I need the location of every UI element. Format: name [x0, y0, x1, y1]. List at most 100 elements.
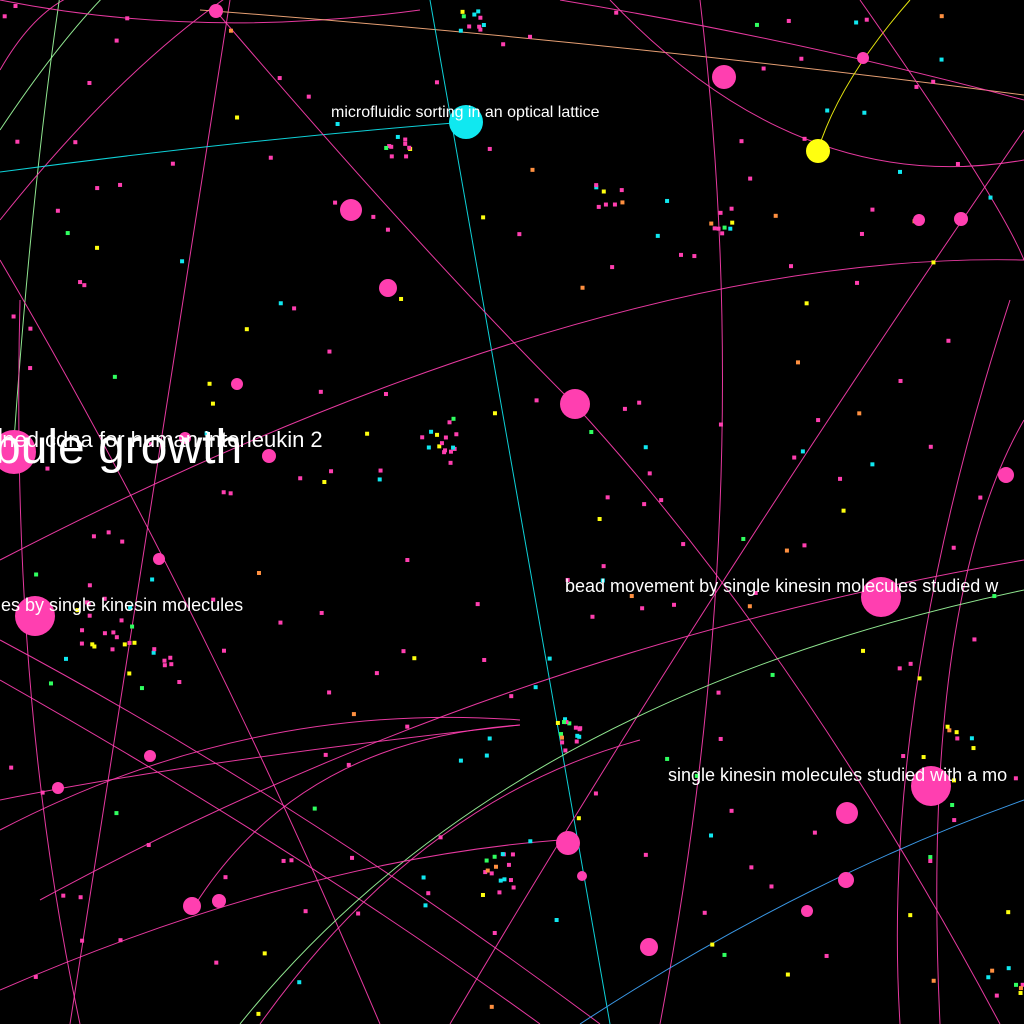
small-node — [603, 202, 608, 207]
node-label-microfluidic-sorting[interactable]: microfluidic sorting in an optical latti… — [331, 104, 600, 121]
small-node — [709, 221, 714, 226]
small-node — [952, 778, 957, 783]
small-node — [492, 411, 497, 416]
small-node — [517, 232, 522, 237]
small-node — [580, 285, 585, 290]
edge-line — [859, 0, 1024, 261]
small-node — [33, 974, 38, 979]
small-node — [489, 871, 494, 876]
small-node — [528, 839, 533, 844]
small-node — [741, 536, 746, 541]
small-node — [278, 620, 283, 625]
small-node — [795, 360, 800, 365]
small-node — [114, 38, 119, 43]
small-node — [665, 756, 670, 761]
small-node — [1006, 910, 1011, 915]
small-node — [928, 444, 933, 449]
small-node — [908, 661, 913, 666]
small-node — [600, 578, 605, 583]
small-node — [221, 648, 226, 653]
node-label-interleukin[interactable]: oned cdna for human interleukin 2 — [0, 427, 323, 452]
small-node — [148, 442, 153, 447]
small-node — [448, 449, 453, 454]
small-node — [426, 891, 431, 896]
small-node — [988, 195, 993, 200]
node-single-kinesin — [911, 766, 951, 806]
edge-line — [259, 739, 641, 1024]
small-node — [642, 502, 647, 507]
node-label-single-kinesin[interactable]: single kinesin molecules studied with a … — [668, 765, 1007, 785]
small-node — [443, 448, 448, 453]
small-node — [404, 154, 409, 159]
small-node — [387, 144, 392, 149]
small-node — [558, 732, 563, 737]
small-node — [954, 730, 959, 735]
edge-line — [0, 259, 381, 1024]
small-node — [127, 671, 132, 676]
edge-line — [194, 724, 521, 906]
small-node — [365, 431, 370, 436]
small-node — [1018, 990, 1023, 995]
small-node — [472, 12, 477, 17]
small-node — [78, 280, 83, 285]
node-label-bead-movement[interactable]: bead movement by single kinesin molecule… — [565, 576, 999, 596]
small-node — [122, 642, 127, 647]
small-node — [502, 877, 507, 882]
small-node — [399, 296, 404, 301]
small-node — [508, 878, 513, 883]
small-node — [451, 416, 456, 421]
small-node — [256, 570, 261, 575]
small-node — [289, 858, 294, 863]
node — [52, 782, 64, 794]
small-node — [207, 381, 212, 386]
small-node — [672, 602, 677, 607]
small-node — [574, 739, 579, 744]
small-nodes-layer — [2, 4, 1024, 1016]
edge-line — [449, 129, 1024, 1024]
small-node — [378, 468, 383, 473]
small-node — [547, 656, 552, 661]
small-node — [816, 418, 821, 423]
small-node — [228, 28, 233, 33]
small-node — [509, 694, 514, 699]
small-node — [477, 24, 482, 29]
small-node — [132, 640, 137, 645]
edge-line — [0, 716, 521, 831]
small-node — [825, 108, 830, 113]
small-node — [139, 686, 144, 691]
small-node — [277, 76, 282, 81]
edge-line — [0, 259, 1024, 561]
small-node — [855, 280, 860, 285]
small-node — [679, 252, 683, 257]
node-label-kinesin-molecules[interactable]: les by single kinesin molecules — [0, 595, 243, 615]
small-node — [204, 431, 209, 436]
node — [954, 212, 968, 226]
edge-line — [896, 299, 1011, 1024]
small-node — [596, 204, 601, 209]
small-node — [150, 577, 155, 582]
small-node — [969, 736, 974, 741]
small-node — [931, 260, 936, 265]
edge-line — [11, 0, 60, 471]
small-node — [128, 605, 133, 610]
node — [838, 872, 854, 888]
small-node — [800, 449, 805, 454]
small-node — [92, 644, 97, 649]
small-node — [223, 875, 228, 880]
small-node — [371, 214, 376, 219]
small-node — [403, 137, 408, 142]
small-node — [955, 736, 960, 741]
small-node — [1018, 986, 1023, 991]
large-nodes-layer — [0, 4, 1014, 956]
node-label-microtubule-growth[interactable]: bule growth — [0, 421, 242, 474]
small-node — [992, 594, 997, 599]
small-node — [162, 663, 167, 668]
small-node — [91, 534, 96, 539]
small-node — [559, 735, 564, 740]
small-node — [451, 445, 456, 450]
node-yellow — [806, 139, 830, 163]
small-node — [812, 830, 817, 835]
